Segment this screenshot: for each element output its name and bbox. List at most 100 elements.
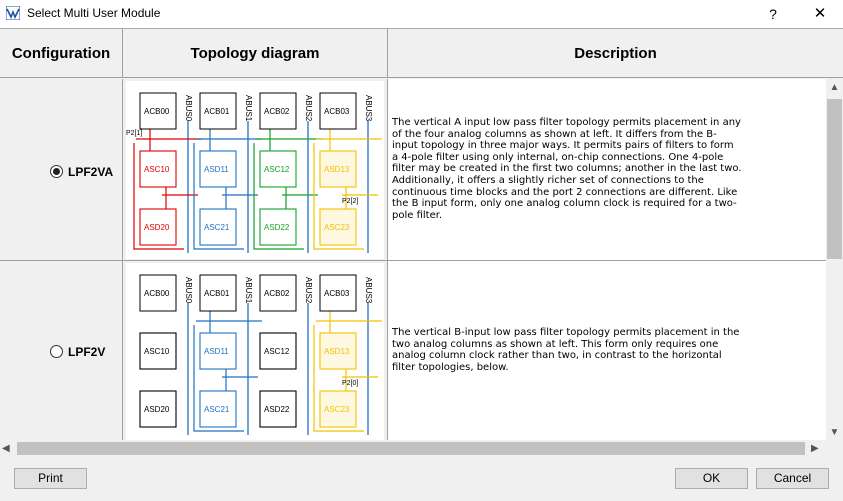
header-topology: Topology diagram [123,29,388,78]
abus-label: ABUS0 [184,277,193,304]
abus-label: ABUS3 [364,277,373,304]
analog-label: ASD13 [324,165,350,174]
connection-line [193,143,244,250]
port-label: P2[0] [342,380,358,387]
port-label: P2[1] [126,130,142,137]
analog-block [319,390,357,428]
vertical-scroll-thumb[interactable] [827,99,842,259]
cancel-button[interactable]: Cancel [756,468,829,489]
acb-block [139,274,177,312]
abus-label: ABUS2 [304,95,313,122]
abus-label: ABUS2 [304,277,313,304]
acb-label: ACB03 [324,107,350,116]
topology-cell: ABUS0 ABUS1 ABUS2 ABUS3 ACB00 ACB01 ACB02 ACB03… [123,79,388,261]
analog-block [199,332,237,370]
analog-label: ASD11 [204,165,229,174]
analog-label: ASC21 [204,223,230,232]
acb-label: ACB00 [144,289,170,298]
abus-label: ABUS1 [244,277,253,304]
analog-label: ASD13 [324,347,350,356]
close-button[interactable]: ✕ [813,5,827,22]
abus-label: ABUS0 [184,95,193,122]
print-button[interactable]: Print [14,468,87,489]
description-cell: The vertical B-input low pass filter top… [388,261,826,440]
analog-block [259,332,297,370]
analog-label: ASC23 [324,405,350,414]
vertical-scrollbar[interactable]: ▲ ▼ [826,79,843,440]
connection-line [133,143,184,250]
configuration-cell[interactable]: LPF2V [0,261,123,440]
description-text: The vertical A input low pass filter top… [392,117,742,221]
configuration-label: LPF2V [68,345,106,359]
scroll-left-icon[interactable]: ◀ [2,443,10,454]
window-title: Select Multi User Module [27,6,161,20]
acb-block [139,92,177,130]
analog-block [199,390,237,428]
analog-label: ASC12 [264,165,290,174]
analog-label: ASC12 [264,347,290,356]
topology-cell: ABUS0 ABUS1 ABUS2 ABUS3 ACB00 ACB01 ACB02 ACB03… [123,261,388,440]
scroll-up-icon[interactable]: ▲ [829,82,840,93]
analog-block [259,390,297,428]
configuration-label: LPF2VA [68,165,114,179]
acb-block [259,92,297,130]
row-lpf2va[interactable]: LPF2VA ABUS0 ABUS1 ABUS2 ABUS3 ACB00 ACB01 ACB… [0,79,826,261]
analog-label: ASC21 [204,405,230,414]
row-lpf2v[interactable]: LPF2V ABUS0 ABUS1 ABUS2 ABUS3 ACB00 ACB01 ACB0… [0,261,826,440]
analog-label: ASC10 [144,165,170,174]
analog-block [259,150,297,188]
title-bar: Select Multi User Module ? ✕ [0,0,843,28]
acb-block [199,92,237,130]
acb-block [319,274,357,312]
connection-line [253,143,304,250]
description-cell: The vertical A input low pass filter top… [388,79,826,261]
analog-block [139,332,177,370]
analog-block [319,208,357,246]
acb-label: ACB02 [264,107,290,116]
analog-block [139,390,177,428]
analog-block [139,150,177,188]
acb-label: ACB03 [324,289,350,298]
analog-label: ASD22 [264,223,290,232]
connection-line [313,143,364,250]
analog-label: ASD20 [144,405,170,414]
analog-block [319,150,357,188]
acb-label: ACB01 [204,289,230,298]
app-icon [6,6,20,20]
horizontal-scrollbar[interactable]: ◀ ▶ [0,440,843,457]
module-grid: Configuration Topology diagram Descripti… [0,28,843,440]
connection-line [193,325,244,432]
abus-label: ABUS1 [244,95,253,122]
analog-label: ASD22 [264,405,290,414]
scroll-right-icon[interactable]: ▶ [811,443,819,454]
description-text: The vertical B-input low pass filter top… [392,327,740,373]
analog-block [319,332,357,370]
configuration-cell[interactable]: LPF2VA [0,79,123,261]
analog-label: ASC23 [324,223,350,232]
analog-block [139,208,177,246]
header-configuration: Configuration [0,29,123,78]
topology-diagram: ABUS0 ABUS1 ABUS2 ABUS3 ACB00 ACB01 ACB02 ACB03… [126,263,384,440]
connection-line [313,325,364,432]
acb-block [259,274,297,312]
acb-label: ACB02 [264,289,290,298]
topology-diagram: ABUS0 ABUS1 ABUS2 ABUS3 ACB00 ACB01 ACB02 ACB03… [126,81,384,259]
header-description: Description [388,29,843,78]
footer: Print OK Cancel [0,457,843,501]
ok-button[interactable]: OK [675,468,748,489]
horizontal-scroll-thumb[interactable] [17,442,805,455]
scroll-down-icon[interactable]: ▼ [829,427,840,438]
radio-lpf2va[interactable] [50,165,63,178]
analog-block [199,208,237,246]
abus-label: ABUS3 [364,95,373,122]
acb-block [319,92,357,130]
analog-label: ASD11 [204,347,229,356]
analog-block [199,150,237,188]
analog-block [259,208,297,246]
radio-lpf2v[interactable] [50,345,63,358]
acb-label: ACB01 [204,107,230,116]
analog-label: ASC10 [144,347,170,356]
analog-label: ASD20 [144,223,170,232]
help-button[interactable]: ? [769,6,777,22]
acb-label: ACB00 [144,107,170,116]
